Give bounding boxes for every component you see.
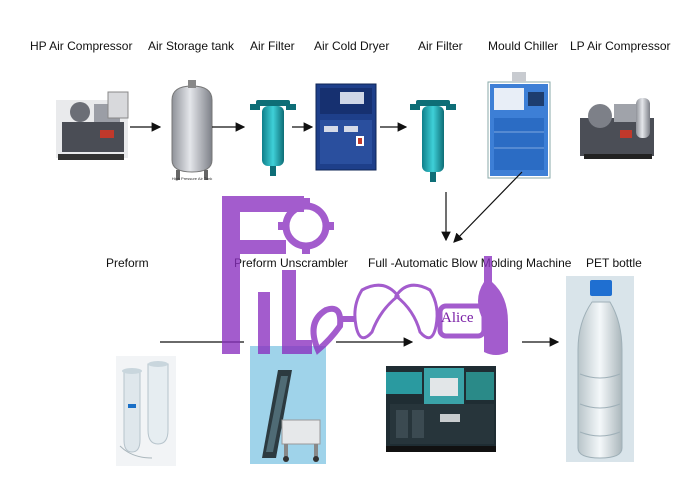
label-lp-air-compressor: LP Air Compressor	[570, 39, 671, 53]
label-air-filter-2: Air Filter	[418, 39, 463, 53]
air-filter-2-image	[410, 100, 456, 182]
label-pet-bottle: PET bottle	[586, 256, 642, 270]
label-preform-unscrambler: Preform Unscrambler	[234, 256, 349, 270]
label-air-storage-tank: Air Storage tank	[148, 39, 235, 53]
label-blow-molding-machine: Full -Automatic Blow Molding Machine	[368, 256, 572, 270]
watermark-alice-text: Alice	[441, 310, 474, 326]
mould-chiller-image	[487, 72, 551, 179]
watermark-logo	[222, 196, 508, 355]
preform-unscrambler-image	[250, 346, 326, 464]
air-storage-tank-image: High Pressure Air Tank	[171, 80, 213, 181]
hp-air-compressor-image	[56, 91, 129, 160]
label-air-cold-dryer: Air Cold Dryer	[314, 39, 390, 53]
tank-plate-text: High Pressure Air Tank	[172, 176, 213, 181]
arrow-chiller-to-blow-molding	[453, 171, 523, 243]
label-hp-air-compressor: HP Air Compressor	[30, 39, 133, 53]
label-preform: Preform	[106, 256, 149, 270]
blow-molding-machine-image	[386, 366, 496, 452]
label-mould-chiller: Mould Chiller	[488, 39, 559, 53]
lp-air-compressor-image	[580, 98, 654, 159]
label-air-filter-1: Air Filter	[250, 39, 295, 53]
air-filter-1-image	[250, 100, 296, 176]
pet-bottle-image	[566, 276, 634, 462]
preform-image	[116, 356, 176, 466]
air-cold-dryer-image	[315, 83, 377, 171]
